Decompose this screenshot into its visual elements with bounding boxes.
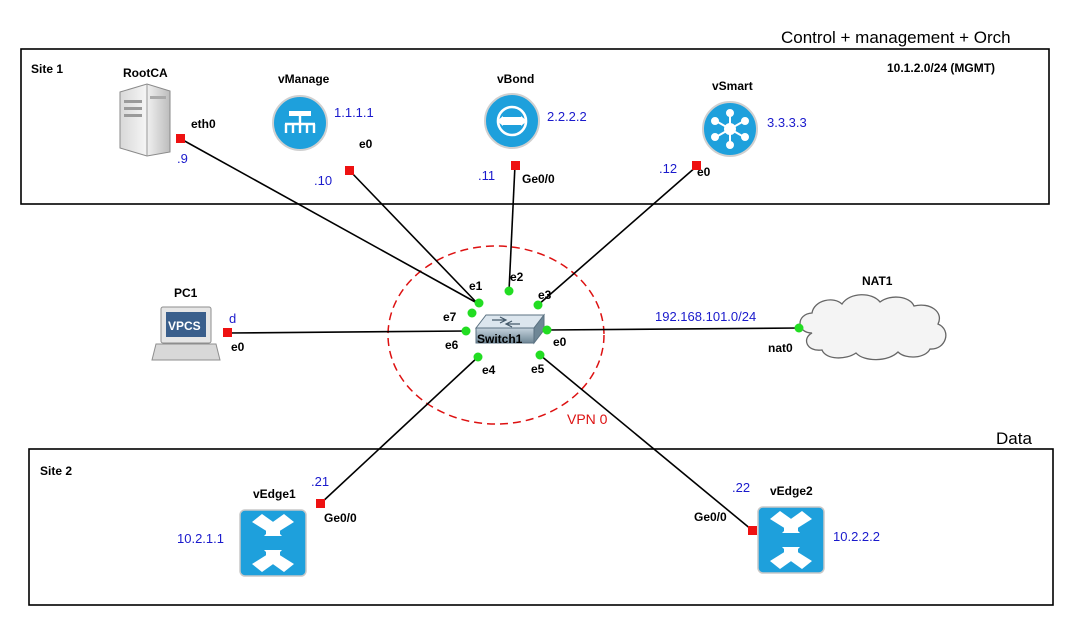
site1-label: Site 1: [31, 62, 63, 76]
rootca-port: eth0: [191, 117, 216, 131]
switch1-port-e6: e6: [445, 338, 459, 352]
vsmart-port-indicator[interactable]: [692, 161, 701, 170]
nat1-name: NAT1: [862, 274, 893, 288]
vmanage-port-indicator[interactable]: [345, 166, 354, 175]
rootca-ip: .9: [177, 151, 188, 166]
pc1-name: PC1: [174, 286, 198, 300]
site2-box: [28, 448, 1054, 606]
vedge1-system-ip: 10.2.1.1: [177, 531, 224, 546]
switch1-port-e3: e3: [538, 288, 552, 302]
vedge1-port-indicator[interactable]: [316, 499, 325, 508]
link-vsmart-switch1[interactable]: [537, 165, 698, 306]
port-indicators-up: [461, 286, 804, 362]
rootca-name: RootCA: [123, 66, 168, 80]
switch1-port-e2: e2: [510, 270, 524, 284]
port-indicators-down: [176, 134, 757, 535]
vedge2-name: vEdge2: [770, 484, 813, 498]
switch1-e5-indicator[interactable]: [535, 350, 545, 360]
site2-label: Site 2: [40, 464, 72, 478]
vbond-ip: .11: [478, 168, 495, 183]
vbond-system-ip: 2.2.2.2: [547, 109, 587, 124]
vmanage-port: e0: [359, 137, 373, 151]
site1-box: [20, 48, 1050, 205]
vmanage-node[interactable]: vManage: [272, 72, 330, 151]
link-vedge1-switch1[interactable]: [319, 356, 479, 505]
link-switch1-nat1[interactable]: [546, 327, 800, 331]
vedge1-port: Ge0/0: [324, 511, 357, 525]
nat1-node[interactable]: NAT1: [799, 274, 947, 361]
switch1-e2-indicator[interactable]: [504, 286, 514, 296]
switch1-port-e4: e4: [482, 363, 496, 377]
switch1-e1-indicator[interactable]: [474, 298, 484, 308]
vedge2-node[interactable]: vEdge2: [757, 484, 825, 574]
vsmart-icon: [711, 109, 749, 149]
vedge1-ip: .21: [311, 474, 329, 489]
switch1-node[interactable]: Switch1: [474, 313, 546, 346]
nat1-port: nat0: [768, 341, 793, 355]
data-area-caption: Data: [996, 429, 1032, 448]
vmanage-icon: [284, 111, 316, 133]
vsmart-system-ip: 3.3.3.3: [767, 115, 807, 130]
switch1-e4-indicator[interactable]: [473, 352, 483, 362]
switch1-e7-indicator[interactable]: [467, 308, 477, 318]
rootca-port-indicator[interactable]: [176, 134, 185, 143]
switch1-port-e1: e1: [469, 279, 483, 293]
vpcs-icon: VPCS: [151, 306, 221, 361]
pc1-port-indicator[interactable]: [223, 328, 232, 337]
vsmart-name: vSmart: [712, 79, 753, 93]
vbond-node[interactable]: vBond: [484, 72, 540, 149]
mgmt-subnet-label: 10.1.2.0/24 (MGMT): [887, 61, 995, 75]
nat1-port-indicator[interactable]: [794, 323, 804, 333]
vbond-icon: [496, 105, 528, 137]
router-icon: [252, 514, 294, 572]
cloud-icon: [799, 294, 947, 361]
server-icon: [119, 83, 171, 157]
link-vedge2-switch1[interactable]: [539, 354, 753, 531]
vpn0-label: VPN 0: [567, 411, 608, 427]
vedge2-port: Ge0/0: [694, 510, 727, 524]
switch-icon: [474, 313, 546, 345]
rootca-node[interactable]: RootCA: [119, 66, 171, 157]
switch1-port-e5: e5: [531, 362, 545, 376]
vsmart-ip: .12: [659, 161, 677, 176]
link-rootca-switch1[interactable]: [180, 138, 478, 304]
vpcs-icon-text: VPCS: [168, 319, 201, 333]
switch1-port-e0: e0: [553, 335, 567, 349]
nat1-subnet: 192.168.101.0/24: [655, 309, 756, 324]
vpn0-ring: [387, 245, 605, 425]
switch1-e3-indicator[interactable]: [533, 300, 543, 310]
switch1-name: Switch1: [477, 332, 523, 346]
vedge2-system-ip: 10.2.2.2: [833, 529, 880, 544]
switch1-e6-indicator[interactable]: [461, 326, 471, 336]
pc1-ip: d: [229, 311, 236, 326]
switch1-e0-indicator[interactable]: [542, 325, 552, 335]
vedge1-node[interactable]: vEdge1: [239, 487, 307, 577]
pc1-node[interactable]: VPCS PC1: [151, 286, 221, 361]
link-vmanage-switch1[interactable]: [348, 169, 479, 305]
pc1-port: e0: [231, 340, 245, 354]
vedge2-ip: .22: [732, 480, 750, 495]
vedge1-name: vEdge1: [253, 487, 296, 501]
vmanage-ip: .10: [314, 173, 332, 188]
links: [180, 138, 800, 531]
vbond-port: Ge0/0: [522, 172, 555, 186]
control-area-caption: Control + management + Orch: [781, 28, 1011, 47]
vbond-name: vBond: [497, 72, 534, 86]
switch1-port-e7: e7: [443, 310, 457, 324]
vmanage-name: vManage: [278, 72, 330, 86]
vsmart-node[interactable]: vSmart: [702, 79, 758, 157]
router-icon: [770, 511, 812, 569]
vmanage-system-ip: 1.1.1.1: [334, 105, 374, 120]
vedge2-port-indicator[interactable]: [748, 526, 757, 535]
vbond-port-indicator[interactable]: [511, 161, 520, 170]
link-pc1-switch1[interactable]: [227, 330, 468, 334]
link-vbond-switch1[interactable]: [508, 164, 516, 292]
